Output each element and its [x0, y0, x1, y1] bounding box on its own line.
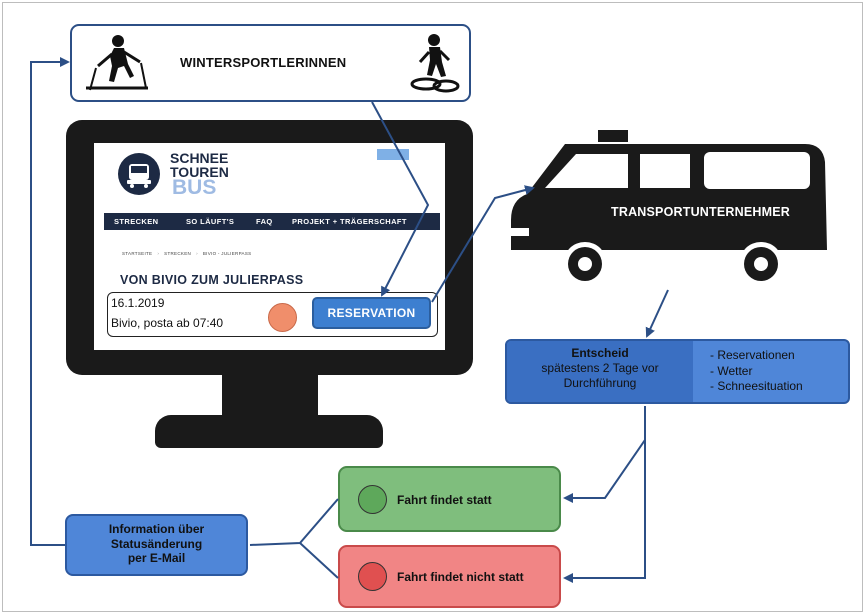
go-status-dot: [358, 485, 387, 514]
reservation-button[interactable]: RESERVATION: [312, 297, 431, 329]
decision-left-panel: [507, 341, 693, 402]
logo-text-bus: BUS: [172, 176, 217, 199]
arrow-decision-to-go: [563, 406, 646, 503]
nav-item-projekt[interactable]: PROJEKT + TRÄGERSCHAFT: [292, 217, 407, 226]
trip-card: 16.1.2019 Bivio, posta ab 07:40 RESERVAT…: [107, 292, 438, 337]
trip-place-time: Bivio, posta ab 07:40: [111, 316, 224, 330]
arrow-info-to-users: [30, 57, 70, 546]
logo-text-schnee: SCHNEE: [170, 150, 229, 166]
breadcrumb-item[interactable]: STARTSEITE: [122, 251, 153, 256]
arrow-reservation-to-van: [431, 185, 535, 303]
wintersportlerinnen-box: WINTERSPORTLERINNEN: [70, 24, 471, 102]
nav-item-strecken[interactable]: STRECKEN: [114, 217, 159, 226]
logo-text-touren: TOUREN: [170, 164, 229, 180]
wintersportlerinnen-title: WINTERSPORTLERINNEN: [180, 55, 347, 70]
language-button[interactable]: [377, 149, 409, 160]
monitor-stand: [222, 375, 318, 419]
outcome-nogo-box: Fahrt findet nicht statt: [338, 545, 561, 608]
nogo-status-dot: [358, 562, 387, 591]
outcome-go-box: Fahrt findet statt: [338, 466, 561, 532]
arrow-go-to-info: [249, 498, 339, 546]
website-screen: SCHNEE TOUREN BUS STRECKEN SO LÄUFT'S FA…: [94, 143, 445, 350]
arrow-decision-to-nogo: [563, 406, 646, 583]
arrow-nogo-to-info: [299, 542, 339, 579]
criteria-item: - Reservationen: [710, 348, 795, 362]
info-line: Information über: [108, 522, 205, 536]
decision-title: Entscheid: [571, 346, 629, 360]
breadcrumb: STARTSEITE›STRECKEN›BIVIO - JULIERPASS: [122, 251, 252, 256]
decision-deadline: spätestens 2 Tage vor: [541, 361, 659, 375]
arrow-van-to-decision: [645, 289, 669, 338]
nav-item-faq[interactable]: FAQ: [256, 217, 273, 226]
breadcrumb-item: BIVIO - JULIERPASS: [202, 251, 252, 256]
email-info-box: Information über Statusänderung per E-Ma…: [65, 514, 248, 576]
info-line: Statusänderung: [110, 536, 203, 551]
info-line: per E-Mail: [127, 551, 186, 565]
criteria-item: - Wetter: [710, 363, 753, 378]
monitor-base: [155, 415, 383, 448]
arrow-users-to-reservation: [371, 101, 430, 297]
decision-box: Entscheid spätestens 2 Tage vor Durchfüh…: [505, 339, 850, 404]
nav-item-so-laufts[interactable]: SO LÄUFT'S: [186, 217, 235, 226]
outcome-nogo-label: Fahrt findet nicht statt: [397, 570, 524, 584]
page-title: VON BIVIO ZUM JULIERPASS: [120, 273, 304, 287]
trip-date: 16.1.2019: [111, 296, 165, 310]
outcome-go-label: Fahrt findet statt: [397, 493, 492, 507]
website-nav: STRECKEN SO LÄUFT'S FAQ PROJEKT + TRÄGER…: [104, 213, 440, 230]
bus-logo-icon: [118, 153, 160, 195]
breadcrumb-item[interactable]: STRECKEN: [164, 251, 192, 256]
transport-label: TRANSPORTUNTERNEHMER: [611, 205, 790, 219]
decision-criteria-list: - Reservationen - Wetter - Schneesituati…: [710, 348, 803, 395]
transport-van-icon: [509, 130, 827, 286]
cross-country-skier-icon: [86, 35, 148, 91]
trip-status-dot: [268, 303, 297, 332]
criteria-item: - Schneesituation: [710, 379, 803, 393]
decision-deadline-cont: Durchführung: [563, 376, 637, 390]
snowshoe-hiker-icon: [410, 34, 460, 93]
